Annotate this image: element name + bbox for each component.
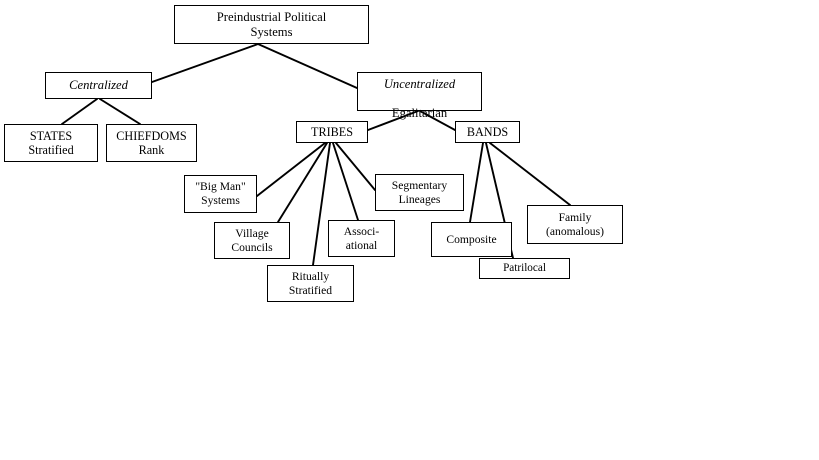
node-family-anomalous[interactable]: Family (anomalous) (527, 205, 623, 244)
node-segmentary-lineages[interactable]: Segmentary Lineages (375, 174, 464, 211)
edge-centralized-to-states (61, 98, 98, 125)
node-village-councils-label: Village Councils (231, 226, 273, 254)
node-associational-label: Associ- ational (343, 224, 380, 252)
node-root[interactable]: Preindustrial Political Systems (174, 5, 369, 44)
edge-tribes-to-segmentary-lineages (335, 142, 376, 191)
node-village-councils[interactable]: Village Councils (214, 222, 290, 259)
node-centralized-label: Centralized (69, 78, 128, 93)
edge-tribes-to-village-councils (277, 142, 328, 223)
edge-tribes-to-associational (332, 142, 359, 221)
edge-tribes-to-big-man (256, 142, 326, 197)
node-uncentralized[interactable]: Uncentralized Egalitarian (357, 72, 482, 120)
node-big-man-systems-label: "Big Man" Systems (195, 180, 246, 207)
node-uncentralized-line2: Egalitarian (391, 106, 448, 121)
node-big-man-systems[interactable]: "Big Man" Systems (184, 175, 257, 213)
edge-centralized-to-chiefdoms (99, 98, 141, 125)
node-root-label: Preindustrial Political Systems (216, 9, 327, 39)
node-patrilocal[interactable]: Patrilocal (479, 258, 570, 279)
node-ritually-stratified-label: Ritually Stratified (288, 269, 333, 297)
node-patrilocal-label: Patrilocal (503, 261, 546, 274)
node-chiefdoms-label: CHIEFDOMS Rank (116, 128, 187, 157)
node-centralized[interactable]: Centralized (45, 72, 152, 99)
node-states[interactable]: STATES Stratified (4, 124, 98, 162)
node-family-anomalous-label: Family (anomalous) (546, 210, 604, 238)
node-composite-label: Composite (446, 232, 497, 246)
node-tribes[interactable]: TRIBES (296, 121, 368, 143)
node-ritually-stratified[interactable]: Ritually Stratified (267, 265, 354, 302)
node-bands[interactable]: BANDS (455, 121, 520, 143)
node-tribes-label: TRIBES (311, 124, 353, 139)
edge-root-to-uncentralized (257, 43, 358, 89)
edge-root-to-centralized (151, 43, 259, 83)
node-chiefdoms[interactable]: CHIEFDOMS Rank (106, 124, 197, 162)
node-bands-label: BANDS (466, 124, 509, 139)
edge-bands-to-family-anomalous (489, 142, 571, 206)
node-states-label: STATES Stratified (28, 128, 74, 157)
node-uncentralized-line1: Uncentralized (383, 76, 456, 91)
node-composite[interactable]: Composite (431, 222, 512, 257)
node-associational[interactable]: Associ- ational (328, 220, 395, 257)
edge-bands-to-composite (469, 142, 484, 223)
node-segmentary-lineages-label: Segmentary Lineages (391, 178, 448, 206)
node-uncentralized-label: Uncentralized Egalitarian (358, 62, 481, 121)
